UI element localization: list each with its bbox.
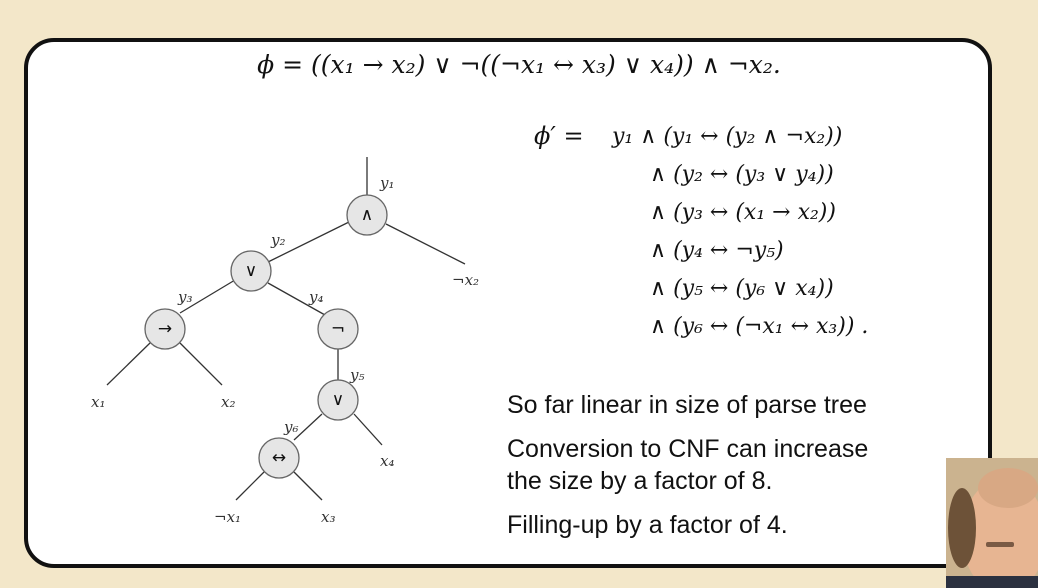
tree-edge xyxy=(235,471,265,501)
phi-prime-line-5: ∧ (y₅ ↔ (y₆ ∨ x₄)) xyxy=(650,276,834,301)
node-symbol: → xyxy=(158,319,172,339)
tree-edge xyxy=(385,223,466,265)
node-symbol: ∨ xyxy=(332,390,344,410)
edge-label-y2: y₂ xyxy=(270,231,286,249)
tree-node-or xyxy=(230,250,272,292)
edge-label-y4: y₄ xyxy=(308,288,324,306)
edge-label-y3: y₃ xyxy=(177,288,193,306)
tree-edge xyxy=(267,282,326,316)
presenter-photo xyxy=(946,458,1038,588)
tree-edge xyxy=(267,221,350,263)
tree-edge xyxy=(353,413,383,446)
edge-label-y5: y₅ xyxy=(349,366,365,384)
note-factor-8: the size by a factor of 8. xyxy=(507,467,773,495)
tree-edge xyxy=(293,413,323,441)
edge-label-y6: y₆ xyxy=(283,418,299,436)
tree-node-implies xyxy=(144,308,186,350)
phi-prime-line-2: ∧ (y₂ ↔ (y₃ ∨ y₄)) xyxy=(650,162,834,187)
note-linear: So far linear in size of parse tree xyxy=(507,391,867,419)
note-cnf: Conversion to CNF can increase xyxy=(507,435,869,463)
formula-phi: ϕ = ((x₁ → x₂) ∨ ¬((¬x₁ ↔ x₃) ∨ x₄)) ∧ ¬… xyxy=(257,50,781,79)
phi-prime-line-3: ∧ (y₃ ↔ (x₁ → x₂)) xyxy=(650,200,836,225)
node-symbol: ↔ xyxy=(272,448,286,468)
tree-node-iff xyxy=(258,437,300,479)
phi-prime-line-4: ∧ (y₄ ↔ ¬y₅) xyxy=(650,238,784,263)
leaf-x2: x₂ xyxy=(221,393,235,411)
phi-prime-line-1: y₁ ∧ (y₁ ↔ (y₂ ∧ ¬x₂)) xyxy=(612,124,843,149)
tree-node-not xyxy=(317,308,359,350)
phi-prime-line-6: ∧ (y₆ ↔ (¬x₁ ↔ x₃)) . xyxy=(650,314,869,339)
tree-edge xyxy=(106,342,151,386)
node-symbol: ∨ xyxy=(245,261,257,281)
tree-edge xyxy=(179,279,236,314)
tree-node-or-lower xyxy=(317,379,359,421)
node-symbol: ¬ xyxy=(331,319,345,339)
tree-edge xyxy=(179,342,223,386)
tree-edge xyxy=(293,471,323,501)
leaf-x1: x₁ xyxy=(91,393,105,411)
presenter-webcam xyxy=(946,458,1038,588)
leaf-x3: x₃ xyxy=(321,508,335,526)
phi-prime-lhs: ϕ′ = xyxy=(534,122,584,150)
leaf-not-x1: ¬x₁ xyxy=(214,508,241,526)
edge-label-y1: y₁ xyxy=(379,174,395,192)
leaf-not-x2: ¬x₂ xyxy=(452,271,479,289)
note-factor-4: Filling-up by a factor of 4. xyxy=(507,511,788,539)
slide-card xyxy=(24,38,992,568)
node-symbol: ∧ xyxy=(361,205,373,225)
tree-node-and xyxy=(346,194,388,236)
leaf-x4: x₄ xyxy=(380,452,394,470)
